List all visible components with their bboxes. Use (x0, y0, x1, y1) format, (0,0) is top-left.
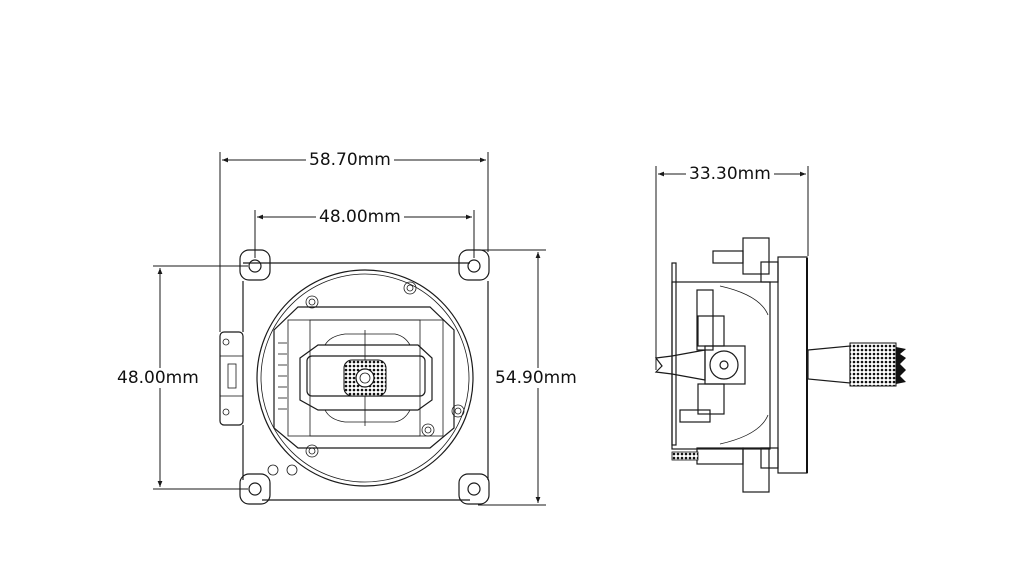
dimension-label-hole-spacing-vertical: 48.00mm (114, 368, 202, 388)
gimbal-ring (256, 269, 474, 487)
dimension-label-side-depth: 33.30mm (686, 164, 774, 184)
dimension-label-overall-width: 58.70mm (306, 150, 394, 170)
side-bezel (777, 256, 808, 474)
side-view (654, 237, 906, 493)
stick-shaft (807, 345, 851, 384)
stick-knurl-side (849, 342, 897, 387)
dimension-lines (153, 152, 809, 506)
mount-hole (467, 259, 481, 273)
mount-hole (467, 482, 481, 496)
mount-hole (248, 259, 262, 273)
dimension-label-hole-spacing-horizontal: 48.00mm (316, 207, 404, 227)
dimension-label-overall-height: 54.90mm (492, 368, 580, 388)
front-view (219, 249, 490, 505)
mount-hole (248, 482, 262, 496)
